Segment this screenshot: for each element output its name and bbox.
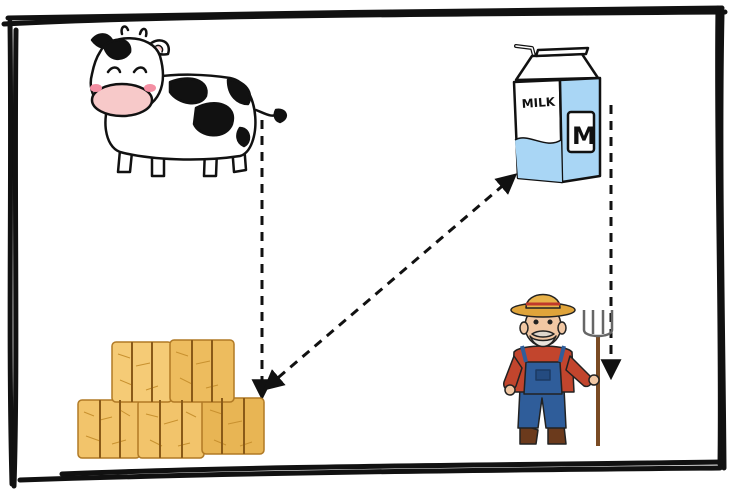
arrow-hay-to-milk: [266, 176, 514, 388]
milk-carton-icon: [514, 46, 600, 182]
hay-bales-icon: [78, 340, 264, 458]
cow-icon: [90, 27, 286, 176]
carton-letter: M: [572, 122, 596, 150]
farmer-icon: [504, 295, 612, 447]
carton-label: MILK: [521, 95, 556, 111]
